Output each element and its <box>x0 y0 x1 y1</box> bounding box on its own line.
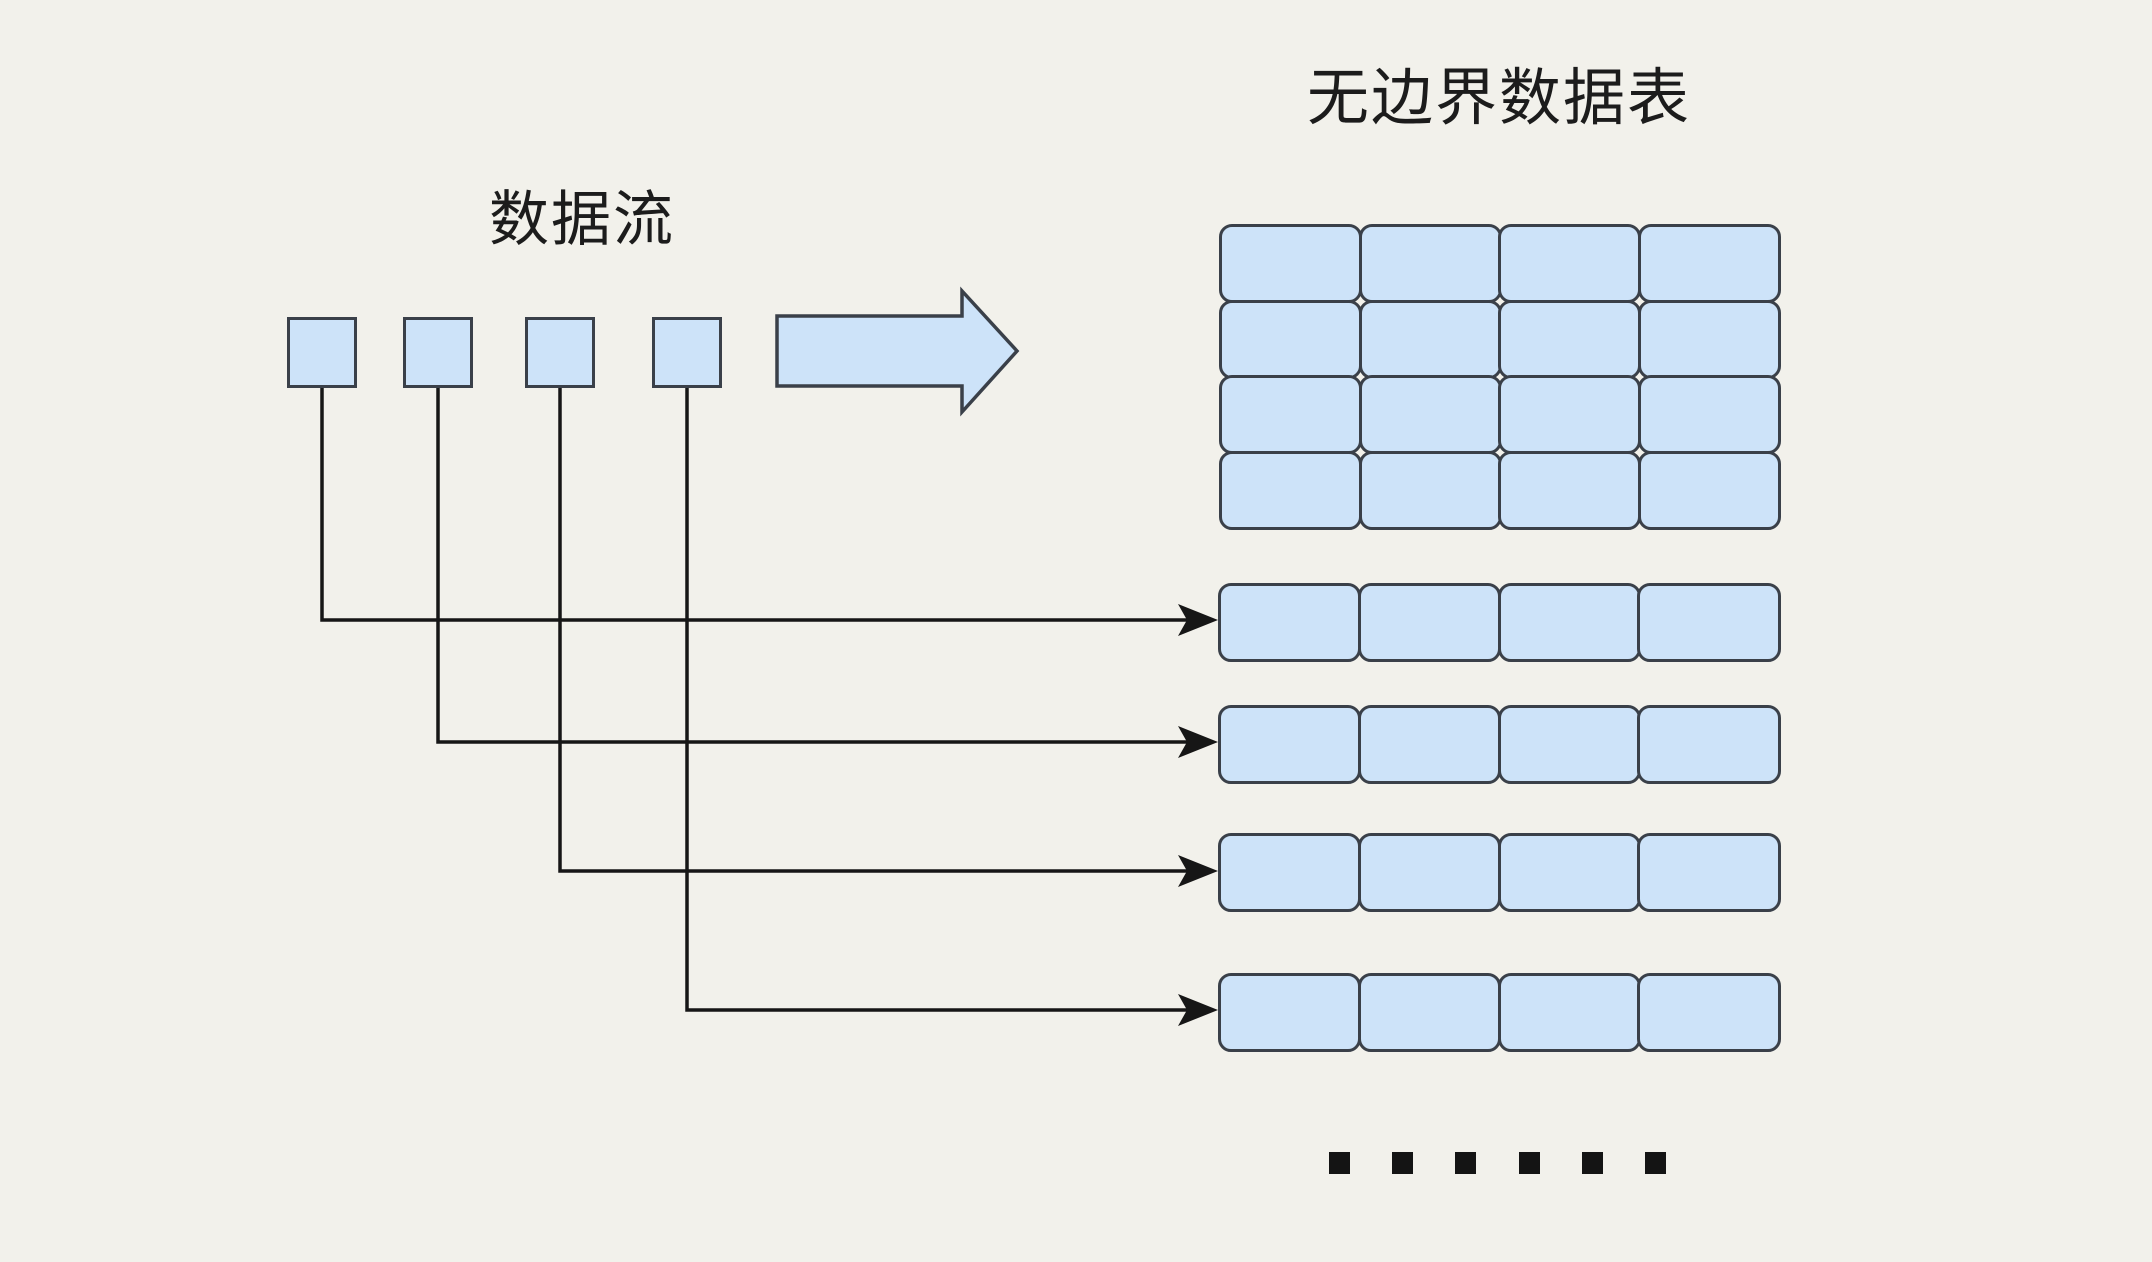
appended-row-cell <box>1357 583 1501 662</box>
table-cell <box>1219 450 1362 530</box>
connector-arrowhead-icon <box>1178 726 1218 758</box>
table-cell <box>1498 224 1641 303</box>
appended-row-cell <box>1497 705 1641 784</box>
appended-row-cell <box>1637 705 1781 784</box>
ellipsis-dot <box>1645 1152 1666 1174</box>
ellipsis-dot <box>1392 1152 1413 1174</box>
table-cell <box>1498 299 1641 379</box>
appended-row-cell <box>1637 833 1781 912</box>
appended-row-cell <box>1357 833 1501 912</box>
table-cell <box>1498 450 1641 530</box>
table-cell <box>1637 299 1781 379</box>
appended-row-cell <box>1637 583 1781 662</box>
connector-arrowhead-icon <box>1178 855 1218 887</box>
ellipsis-dot <box>1329 1152 1350 1174</box>
stream-unit <box>287 317 357 388</box>
appended-row-cell <box>1497 973 1641 1052</box>
table-cell <box>1219 299 1362 379</box>
ellipsis-dot <box>1582 1152 1603 1174</box>
connector-line <box>320 388 1188 622</box>
ellipsis-dot <box>1455 1152 1476 1174</box>
appended-row-cell <box>1637 973 1781 1052</box>
appended-row-cell <box>1497 833 1641 912</box>
table-cell <box>1358 450 1502 530</box>
stream-label: 数据流 <box>489 186 675 253</box>
table-cell <box>1358 375 1502 454</box>
connector-arrowhead-icon <box>1178 604 1218 636</box>
table-cell <box>1637 450 1781 530</box>
flow-arrow-icon <box>775 286 1020 417</box>
appended-row-cell <box>1218 583 1362 662</box>
table-cell <box>1637 375 1781 454</box>
appended-row-cell <box>1497 583 1641 662</box>
appended-row-cell <box>1357 705 1501 784</box>
connector-line <box>558 388 1188 873</box>
appended-row-cell <box>1218 705 1362 784</box>
table-cell <box>1498 375 1641 454</box>
stream-unit <box>652 317 722 388</box>
ellipsis-dot <box>1519 1152 1540 1174</box>
appended-row-cell <box>1218 833 1362 912</box>
appended-row-cell <box>1218 973 1362 1052</box>
table-title: 无边界数据表 <box>1307 64 1692 133</box>
stream-unit <box>525 317 595 388</box>
table-cell <box>1358 299 1502 379</box>
table-cell <box>1219 375 1362 454</box>
table-cell <box>1219 224 1362 303</box>
connector-arrowhead-icon <box>1178 994 1218 1026</box>
table-cell <box>1358 224 1502 303</box>
appended-row-cell <box>1357 973 1501 1052</box>
connector-line <box>685 388 1188 1012</box>
stream-unit <box>403 317 473 388</box>
table-cell <box>1637 224 1781 303</box>
connector-line <box>436 388 1188 744</box>
